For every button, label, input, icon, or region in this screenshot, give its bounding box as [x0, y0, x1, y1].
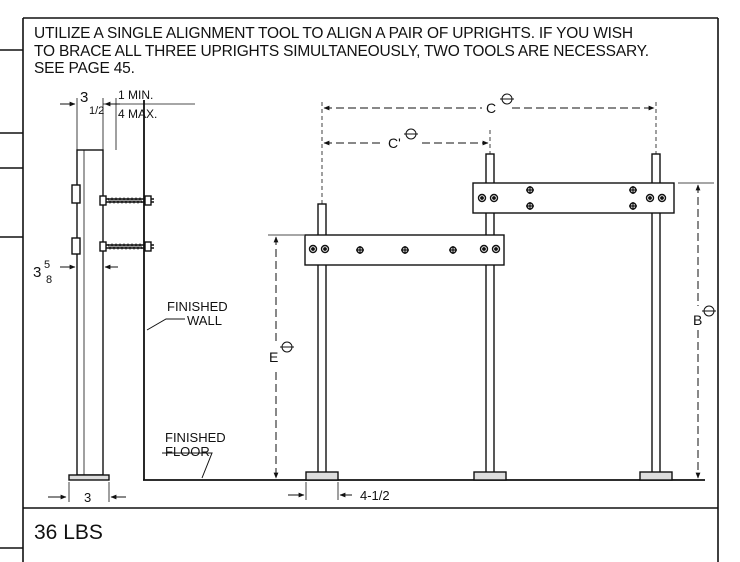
weight-label: 36 LBS [34, 521, 103, 544]
instruction-line-3: SEE PAGE 45. [34, 60, 135, 77]
side-threaded-rod-top [99, 195, 154, 206]
floor-label-line2: FLOOR [165, 444, 210, 459]
left-dim-num: 5 [44, 259, 50, 271]
dim-e-label: E [269, 349, 278, 365]
side-base-dim: 3 [84, 490, 91, 505]
top-dim-fraction: 1/2 [89, 105, 104, 117]
instruction-line-2: TO BRACE ALL THREE UPRIGHTS SIMULTANEOUS… [34, 42, 649, 60]
instruction-line-1: UTILIZE A SINGLE ALIGNMENT TOOL TO ALIGN… [34, 25, 633, 42]
top-dim-whole: 3 [80, 89, 88, 106]
side-view [48, 98, 213, 502]
wall-label-line1: FINISHED [167, 299, 228, 314]
dim-c-label: C [486, 100, 496, 116]
alignment-tool-upper [472, 182, 675, 214]
instruction-text: UTILIZE A SINGLE ALIGNMENT TOOL TO ALIGN… [34, 25, 724, 78]
side-upright-post [76, 149, 104, 476]
dim-c-symbol [500, 93, 514, 105]
left-dim-den: 8 [46, 274, 52, 286]
side-bracket-bottom [71, 237, 81, 255]
side-view-labels: 3 1/2 1 MIN. 4 MAX. 3 5 8 FINISHED WALL … [33, 88, 228, 505]
side-threaded-rod-bottom [99, 241, 154, 252]
alignment-tool-lower [304, 234, 505, 266]
side-bracket-top [71, 184, 81, 204]
dim-b-symbol [702, 305, 716, 317]
page-border [0, 17, 719, 562]
min-label: 1 MIN. [118, 88, 153, 102]
side-upright-base [68, 474, 110, 481]
floor-label-line1: FINISHED [165, 430, 226, 445]
dim-c-prime-label: C' [388, 135, 401, 151]
front-view-labels: C C' B E 4-1/2 [269, 93, 716, 503]
max-label: 4 MAX. [118, 107, 157, 121]
front-view [143, 102, 714, 500]
left-dim-whole: 3 [33, 264, 41, 281]
dim-c-prime-symbol [404, 128, 418, 140]
dim-e-symbol [280, 341, 294, 353]
wall-label-line2: WALL [187, 313, 222, 328]
front-base-dim: 4-1/2 [360, 488, 390, 503]
dim-b-label: B [693, 312, 702, 328]
